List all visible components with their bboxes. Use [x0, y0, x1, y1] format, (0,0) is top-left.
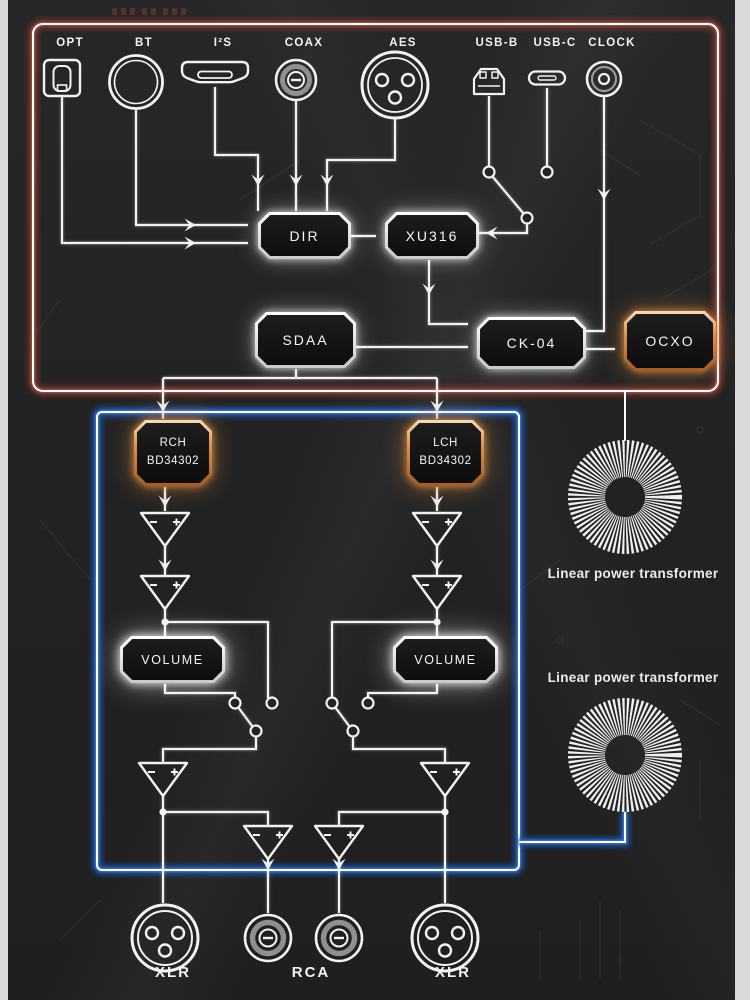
block-rch-dac: RCH BD34302 — [134, 420, 212, 486]
block-rch-volume: VOLUME — [120, 636, 225, 683]
output-label-xlr-right: XLR — [435, 964, 471, 981]
rch-volume-label: VOLUME — [123, 639, 223, 681]
block-ocxo: OCXO — [624, 311, 716, 371]
rch-opamp-1-icon — [139, 511, 191, 548]
analog-section-frame — [92, 407, 524, 875]
input-label-usb-b: USB-B — [475, 37, 519, 49]
lch-opamp-1-icon — [411, 511, 463, 548]
block-sdaa: SDAA — [255, 312, 356, 368]
bluetooth-round-icon — [108, 54, 164, 110]
block-dir: DIR — [258, 212, 351, 259]
diagram-graphics — [28, 8, 723, 980]
rch-opamp-4-icon — [242, 824, 294, 861]
hdmi-i2s-icon — [180, 60, 250, 84]
block-xu316: XU316 — [385, 212, 479, 259]
usb-input-switch — [482, 165, 554, 225]
pcb-texture — [29, 119, 721, 980]
optical-toslink-icon — [42, 58, 82, 98]
output-label-rca: RCA — [291, 964, 331, 981]
block-dir-label: DIR — [261, 215, 349, 257]
lch-opamp-3-icon — [419, 761, 471, 798]
input-label-i2s: I²S — [213, 37, 233, 49]
output-label-xlr-left: XLR — [155, 964, 191, 981]
lch-opamp-2-icon — [411, 574, 463, 611]
aes-xlr-icon — [360, 50, 430, 120]
block-lch-dac: LCH BD34302 — [407, 420, 484, 486]
block-ck04-label: CK-04 — [480, 320, 584, 367]
lch-volume-bypass-switch — [325, 696, 375, 738]
opamp-triangles — [137, 511, 471, 861]
block-sdaa-label: SDAA — [258, 315, 354, 366]
flow-arrows — [156, 174, 611, 870]
rca-right-connector-icon — [314, 913, 364, 963]
input-connectors — [42, 50, 623, 120]
output-connectors — [130, 903, 480, 973]
xlr-left-connector-icon — [130, 903, 200, 973]
input-label-coax: COAX — [284, 37, 324, 49]
coax-connector-icon — [274, 58, 318, 102]
lch-name: LCH — [433, 437, 458, 450]
input-label-clock: CLOCK — [588, 37, 636, 49]
block-ocxo-label: OCXO — [627, 314, 714, 369]
input-label-usb-c: USB-C — [533, 37, 577, 49]
input-label-aes: AES — [389, 37, 417, 49]
block-xu316-label: XU316 — [388, 215, 477, 257]
rch-volume-bypass-switch — [228, 696, 279, 738]
transformer2-power-line — [519, 812, 630, 847]
wire-junction-dots — [159, 618, 449, 816]
block-lch-volume: VOLUME — [393, 636, 498, 683]
transformer1-toroid-icon — [568, 440, 682, 554]
lch-chip: BD34302 — [419, 455, 472, 467]
rch-opamp-3-icon — [137, 761, 189, 798]
circuit-diagram-panel: OPT BT I²S COAX AES USB-B USB-C CLOCK DI… — [8, 0, 735, 1000]
usb-b-icon — [472, 67, 506, 96]
digital-section-frame — [28, 19, 723, 396]
input-label-opt: OPT — [56, 37, 84, 49]
lch-opamp-4-icon — [313, 824, 365, 861]
rch-chip: BD34302 — [146, 455, 200, 467]
rch-name: RCH — [159, 437, 187, 450]
block-ck04: CK-04 — [477, 317, 586, 369]
transformer2-label: Linear power transformer — [547, 670, 719, 685]
usb-c-icon — [527, 70, 567, 86]
xlr-right-connector-icon — [410, 903, 480, 973]
rch-opamp-2-icon — [139, 574, 191, 611]
rca-left-connector-icon — [243, 913, 293, 963]
transformer2-toroid-icon — [568, 698, 682, 812]
input-label-bt: BT — [135, 37, 153, 49]
pcb-red-marks — [112, 8, 186, 15]
clock-bnc-icon — [585, 60, 623, 98]
signal-wires — [60, 87, 615, 913]
lch-volume-label: VOLUME — [396, 639, 496, 681]
transformer1-label: Linear power transformer — [547, 566, 719, 581]
